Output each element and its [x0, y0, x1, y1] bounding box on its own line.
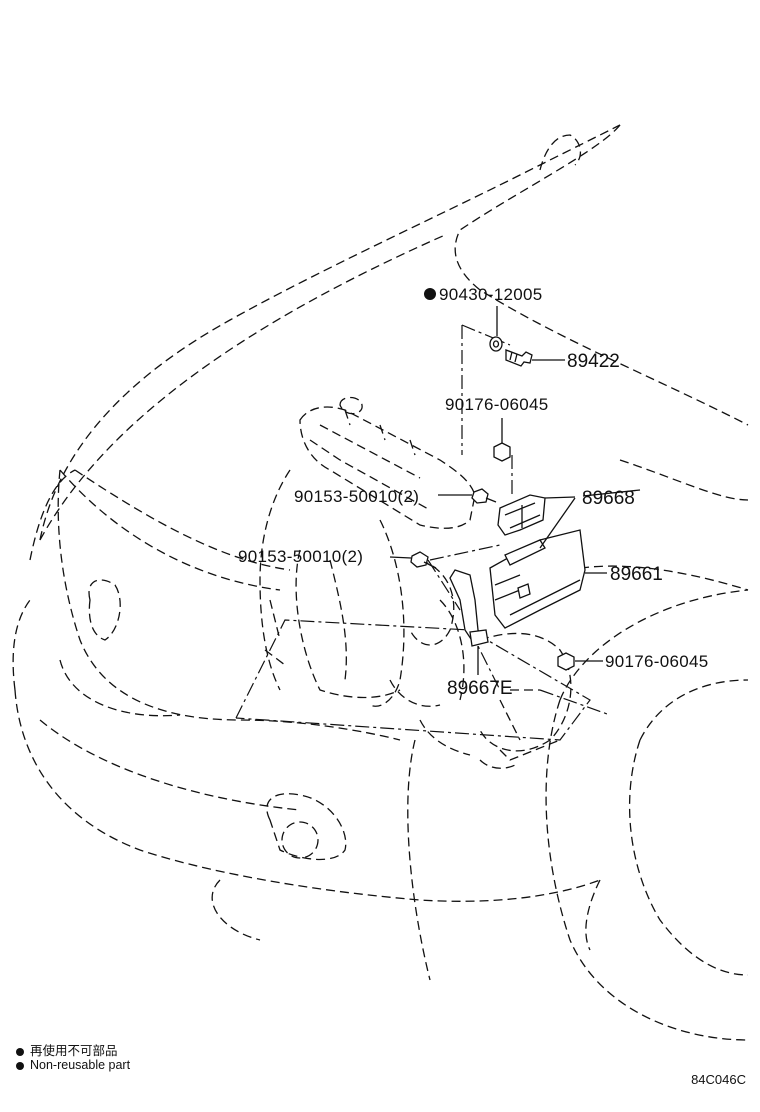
leader-lines	[389, 306, 641, 675]
callout-89667e: 89667E	[447, 678, 513, 699]
callout-90176-06045-lower: 90176-06045	[605, 652, 709, 671]
nonreusable-marker	[424, 288, 436, 300]
callout-89668: 89668	[582, 488, 635, 509]
part-90176-06045-nut-upper	[493, 442, 511, 462]
legend-dot-icon	[16, 1047, 24, 1056]
front-bumper	[12, 469, 601, 941]
legend-japanese: 再使用不可部品	[16, 1040, 118, 1059]
legend-en-text: Non-reusable part	[30, 1058, 131, 1072]
callout-89661: 89661	[610, 564, 663, 585]
part-90430-12005-gasket	[489, 336, 503, 352]
callout-90153-50010-lower: 90153-50010(2)	[238, 547, 363, 566]
part-90176-06045-nut-lower	[557, 652, 575, 671]
part-89667e-bracket	[449, 569, 489, 647]
callouts: 90430-12005 89422 90176-06045 90153-5001…	[238, 285, 709, 699]
part-90153-50010-bolt-upper	[471, 488, 497, 504]
part-90153-50010-bolt-lower	[410, 551, 437, 569]
legend-jp-text: 再使用不可部品	[30, 1043, 118, 1058]
legend-dot-icon	[16, 1061, 24, 1070]
part-89661-ecu	[489, 529, 586, 629]
legend-english: Non-reusable part	[16, 1058, 130, 1072]
diagram-code: 84C046C	[691, 1072, 746, 1087]
part-89422-sensor	[505, 349, 533, 367]
callout-89422: 89422	[567, 351, 620, 372]
hood-outline	[29, 124, 749, 591]
part-89668-bracket	[497, 494, 546, 536]
callout-90176-06045-upper: 90176-06045	[445, 395, 549, 414]
engine	[235, 396, 591, 769]
callout-90153-50010-upper: 90153-50010(2)	[294, 487, 419, 506]
callout-90430-12005: 90430-12005	[439, 285, 543, 304]
